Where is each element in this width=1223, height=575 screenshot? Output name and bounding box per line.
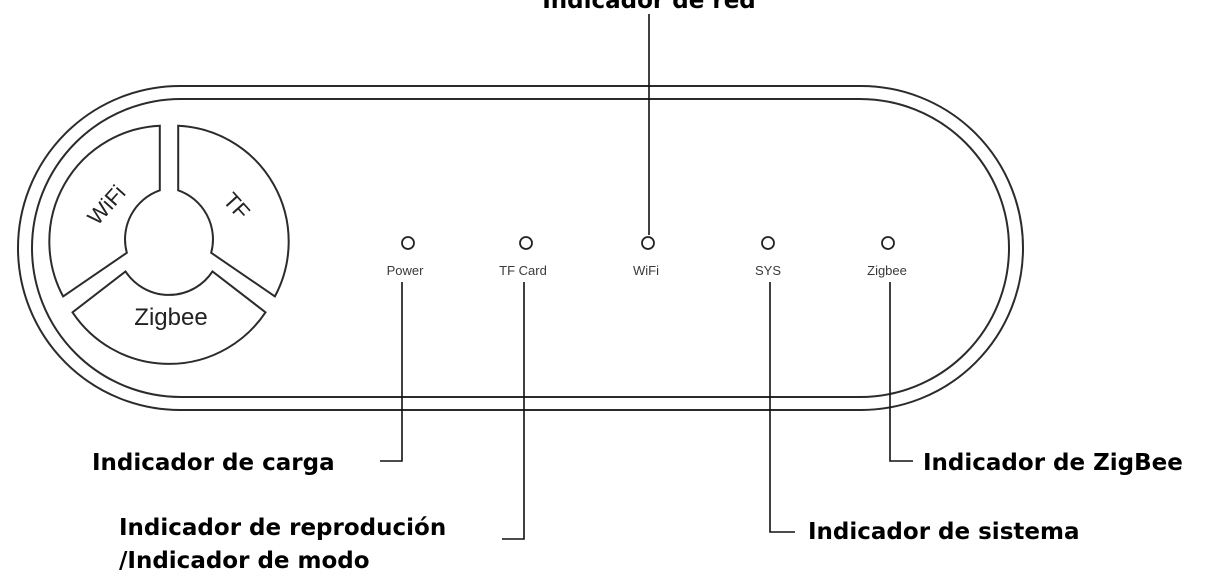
zigbee-led-label: Zigbee — [867, 263, 907, 278]
mode-indicator-callout: /Indicador de modo — [119, 548, 370, 574]
charge-indicator-callout: Indicador de carga — [92, 450, 335, 476]
wifi-led — [641, 236, 655, 250]
wifi-button-label: WiFi — [82, 180, 130, 229]
zigbee-led — [881, 236, 895, 250]
tf-button[interactable] — [177, 124, 290, 298]
tf-button-label: TF — [218, 188, 255, 225]
wifi-led-label: WiFi — [633, 263, 659, 278]
zigbee-button-label: Zigbee — [134, 304, 207, 331]
power-led-label: Power — [387, 263, 425, 278]
system-indicator-callout: Indicador de sistema — [808, 519, 1079, 545]
wifi-button[interactable] — [48, 124, 161, 298]
zigbee-indicator-callout: Indicador de ZigBee — [923, 450, 1183, 476]
tfcard-led-label: TF Card — [499, 263, 547, 278]
charge-leader-line — [380, 282, 403, 462]
sys-led — [761, 236, 775, 250]
button-cluster — [48, 124, 290, 365]
tfcard-led — [519, 236, 533, 250]
power-led — [401, 236, 415, 250]
sys-led-label: SYS — [755, 263, 781, 278]
zigbee-button[interactable] — [71, 269, 267, 365]
network-indicator-callout: Indicador de red — [542, 0, 756, 14]
device-inner-outline — [31, 98, 1010, 398]
system-leader-line — [769, 282, 795, 533]
zigbee-leader-line — [889, 282, 913, 462]
device-outer-outline — [17, 85, 1024, 411]
playback-leader-line — [502, 282, 525, 540]
playback-indicator-callout: Indicador de reprodución — [119, 515, 446, 541]
